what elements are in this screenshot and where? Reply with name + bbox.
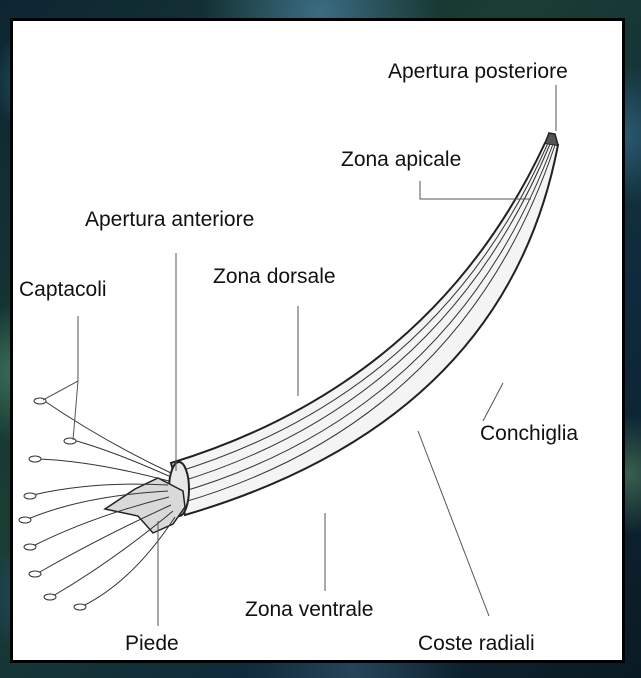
label-zona-dorsale: Zona dorsale	[213, 266, 336, 287]
diagram-panel: Apertura posteriore Zona apicale Apertur…	[10, 18, 625, 663]
label-conchiglia: Conchiglia	[480, 423, 578, 444]
foot	[105, 478, 185, 533]
label-piede: Piede	[125, 633, 179, 654]
scaphopod-drawing	[13, 21, 622, 660]
label-apertura-anteriore: Apertura anteriore	[85, 209, 254, 230]
label-zona-ventrale: Zona ventrale	[245, 599, 373, 620]
label-zona-apicale: Zona apicale	[341, 149, 461, 170]
leader-lines	[43, 85, 556, 626]
label-coste-radiali: Coste radiali	[418, 633, 535, 654]
label-captacoli: Captacoli	[19, 279, 107, 300]
apex-opening	[545, 133, 558, 145]
label-apertura-posteriore: Apertura posteriore	[388, 61, 568, 82]
